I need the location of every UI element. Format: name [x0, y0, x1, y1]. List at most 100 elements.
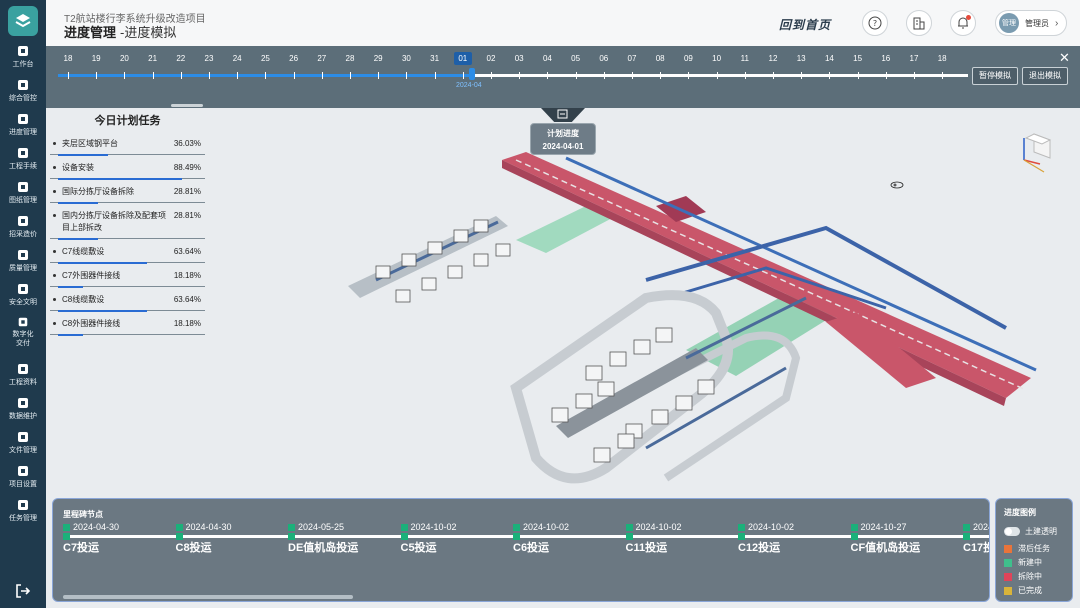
close-icon[interactable]: ✕ — [1059, 50, 1070, 65]
milestone-name: C6投运 — [513, 542, 550, 554]
timeline-tick — [857, 72, 859, 79]
task-progress-bar — [58, 310, 148, 312]
civil-transparent-toggle-row: 土建透明 — [1004, 526, 1072, 537]
task-progress-bar — [58, 154, 109, 156]
timeline-day[interactable]: 15 — [853, 54, 863, 63]
timeline-day[interactable]: 09 — [683, 54, 693, 63]
sidebar-item-3[interactable]: 工程手续 — [0, 144, 46, 178]
task-progress-bar — [58, 334, 84, 336]
app-logo[interactable] — [8, 6, 38, 36]
timeline-day[interactable]: 11 — [740, 54, 749, 63]
sidebar-item-5[interactable]: 招采造价 — [0, 212, 46, 246]
timeline-day[interactable]: 07 — [627, 54, 637, 63]
back-home-link[interactable]: 回到首页 — [779, 18, 832, 32]
civil-transparent-toggle[interactable] — [1004, 527, 1020, 536]
timeline-day[interactable]: 16 — [881, 54, 891, 63]
timeline-day[interactable]: 28 — [345, 54, 355, 63]
timeline-day[interactable]: 21 — [148, 54, 158, 63]
timeline-day[interactable]: 25 — [260, 54, 270, 63]
timeline-scrollbar[interactable] — [171, 104, 203, 107]
notification-button[interactable] — [950, 10, 976, 36]
pause-simulation-button[interactable]: 暂停模拟 — [972, 67, 1018, 85]
sidebar-item-6[interactable]: 质量管理 — [0, 246, 46, 280]
timeline-day[interactable]: 22 — [176, 54, 186, 63]
timeline-day[interactable]: 19 — [91, 54, 101, 63]
timeline-handle[interactable] — [469, 68, 475, 80]
exit-simulation-button[interactable]: 退出模拟 — [1022, 67, 1068, 85]
timeline-day[interactable]: 27 — [317, 54, 327, 63]
timeline-day[interactable]: 24 — [232, 54, 242, 63]
timeline-day[interactable]: 05 — [571, 54, 581, 63]
timeline-day[interactable]: 08 — [655, 54, 665, 63]
sidebar-item-11[interactable]: 文件管理 — [0, 428, 46, 462]
milestone-line — [63, 535, 989, 538]
timeline-tick — [237, 72, 239, 79]
plan-task-row[interactable]: C7线缆敷设 63.64% — [50, 244, 205, 264]
milestone-marker-icon — [738, 533, 745, 540]
timeline-day[interactable]: 06 — [599, 54, 609, 63]
logout-icon[interactable] — [15, 584, 31, 598]
sidebar-item-label: 安全文明 — [9, 299, 37, 306]
sidebar-item-1[interactable]: 综合管控 — [0, 76, 46, 110]
timeline-day[interactable]: 29 — [373, 54, 383, 63]
timeline-day[interactable]: 17 — [909, 54, 919, 63]
timeline-day[interactable]: 30 — [401, 54, 411, 63]
milestone-name: C7投运 — [63, 542, 100, 554]
avatar: 管理 — [999, 13, 1019, 33]
building-icon — [913, 17, 925, 30]
timeline-day[interactable]: 18 — [937, 54, 947, 63]
milestone-scrollbar[interactable] — [63, 595, 353, 599]
legend-title: 进度图例 — [1004, 508, 1036, 517]
timeline-day[interactable]: 13 — [796, 54, 806, 63]
timeline-tick — [547, 72, 549, 79]
task-name: C7线缆敷设 — [62, 247, 105, 256]
sidebar-item-2[interactable]: 进度管理 — [0, 110, 46, 144]
sidebar-item-12[interactable]: 项目设置 — [0, 462, 46, 496]
task-percent: 18.18% — [173, 319, 201, 328]
timeline-day[interactable]: 03 — [514, 54, 524, 63]
timeline-day[interactable]: 12 — [768, 54, 778, 63]
legend-swatch — [1004, 544, 1012, 553]
timeline-day[interactable]: 01 — [453, 52, 472, 65]
task-percent: 63.64% — [173, 247, 201, 256]
timeline-day[interactable]: 14 — [824, 54, 834, 63]
task-percent: 28.81% — [173, 187, 201, 196]
sidebar-item-7[interactable]: 安全文明 — [0, 280, 46, 314]
sidebar-item-0[interactable]: 工作台 — [0, 42, 46, 76]
timeline-tick — [434, 72, 436, 79]
timeline-day[interactable]: 18 — [63, 54, 73, 63]
sidebar-item-10[interactable]: 数据维护 — [0, 394, 46, 428]
sidebar-item-8[interactable]: 数字化 交付 — [0, 314, 46, 348]
plan-tip-handle[interactable] — [541, 108, 585, 122]
page-title-sub: -进度模拟 — [120, 25, 177, 40]
sidebar-item-4[interactable]: 图纸管理 — [0, 178, 46, 212]
timeline-day[interactable]: 10 — [712, 54, 722, 63]
timeline-day[interactable]: 20 — [119, 54, 129, 63]
timeline-day[interactable]: 04 — [542, 54, 552, 63]
timeline-day[interactable]: 26 — [289, 54, 299, 63]
bell-icon — [958, 17, 968, 29]
timeline-day[interactable]: 23 — [204, 54, 214, 63]
timeline-track[interactable] — [58, 74, 968, 77]
timeline-day[interactable]: 31 — [430, 54, 440, 63]
timeline-tick — [519, 72, 521, 79]
building-button[interactable] — [906, 10, 932, 36]
user-menu[interactable]: 管理 管理员 › — [995, 10, 1067, 36]
model-viewport[interactable] — [46, 108, 1080, 498]
sidebar-item-9[interactable]: 工程资料 — [0, 360, 46, 394]
top-header: T2航站楼行李系统升级改造项目 进度管理-进度模拟 回到首页 ? 管理 管理员 … — [46, 0, 1080, 46]
timeline-day[interactable]: 02 — [486, 54, 496, 63]
timeline-tick — [293, 72, 295, 79]
sidebar-item-13[interactable]: 任务管理 — [0, 496, 46, 530]
legend-item: 新建中 — [1004, 557, 1072, 568]
circle-icon — [18, 398, 28, 408]
help-button[interactable]: ? — [862, 10, 888, 36]
